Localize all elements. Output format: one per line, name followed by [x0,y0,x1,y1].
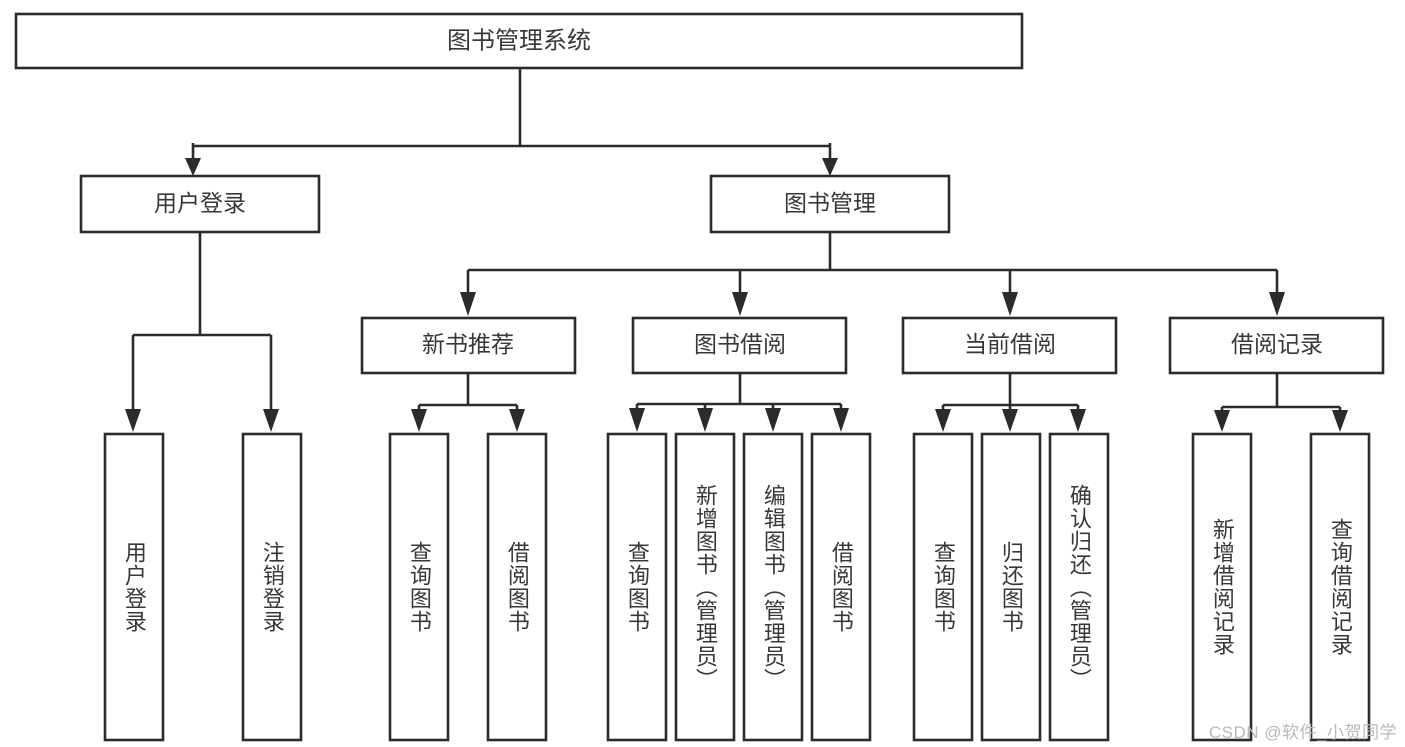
arrow-to-user-login [185,158,201,176]
node-box-leaf-borrow-book-2[interactable] [810,432,872,742]
node-label-user-login: 用户登录 [154,190,246,216]
arrow-to-leaf-query-book-3 [935,409,951,432]
label-layer: 图书管理系统 用户登录 图书管理 新书推荐 图书借阅 当前借阅 借阅记录 [154,27,1323,357]
node-box-leaf-edit-book[interactable] [742,432,804,742]
arrow-to-book-borrow [732,292,748,316]
arrow-to-leaf-edit-book [765,408,781,432]
arrow-to-borrow-record [1269,292,1285,316]
node-label-book-borrow: 图书借阅 [694,331,786,357]
arrow-to-leaf-query-book-1 [411,409,427,432]
node-box-borrow-record[interactable] [1168,316,1385,375]
node-box-leaf-user-login[interactable] [103,432,165,742]
node-label-new-book-recommend: 新书推荐 [422,331,514,357]
node-box-leaf-add-record[interactable] [1191,432,1253,742]
node-box-leaf-query-book-1[interactable] [388,432,450,742]
node-label-borrow-record: 借阅记录 [1231,331,1323,357]
watermark-text: CSDN @软件_小贺同学 [1208,723,1397,742]
arrow-to-new-book-recommend [460,292,476,316]
node-box-new-book-recommend[interactable] [360,316,577,375]
arrow-to-current-borrow [1002,292,1018,316]
node-box-leaf-add-book[interactable] [674,432,736,742]
node-box-leaf-borrow-book-1[interactable] [486,432,548,742]
node-label-book-management: 图书管理 [784,190,876,216]
arrow-to-leaf-confirm-return [1070,409,1086,432]
node-box-current-borrow[interactable] [901,316,1118,375]
arrow-to-leaf-user-logout [263,409,279,432]
arrow-to-leaf-borrow-book-2 [833,408,849,432]
node-layer [14,12,1385,742]
node-box-root[interactable] [14,12,1024,70]
node-box-leaf-query-record[interactable] [1309,432,1371,742]
node-box-leaf-query-book-3[interactable] [912,432,974,742]
node-box-user-login[interactable] [79,174,321,234]
arrow-to-leaf-add-book [697,408,713,432]
arrow-to-leaf-add-record [1214,410,1230,432]
arrow-to-book-management [822,158,838,176]
arrow-to-leaf-user-login [125,409,141,432]
node-box-book-borrow[interactable] [631,316,848,375]
node-box-leaf-confirm-return[interactable] [1048,432,1110,742]
arrow-to-leaf-query-record [1332,410,1348,432]
node-label-root: 图书管理系统 [447,27,591,54]
node-box-leaf-user-logout[interactable] [241,432,303,742]
node-box-book-management[interactable] [709,174,951,234]
arrow-to-leaf-query-book-2 [629,408,645,432]
connector-layer [125,68,1348,432]
node-label-current-borrow: 当前借阅 [964,331,1056,357]
arrow-to-leaf-return-book [1002,409,1018,432]
arrow-to-leaf-borrow-book-1 [509,409,525,432]
node-box-leaf-return-book[interactable] [980,432,1042,742]
node-box-leaf-query-book-2[interactable] [606,432,668,742]
